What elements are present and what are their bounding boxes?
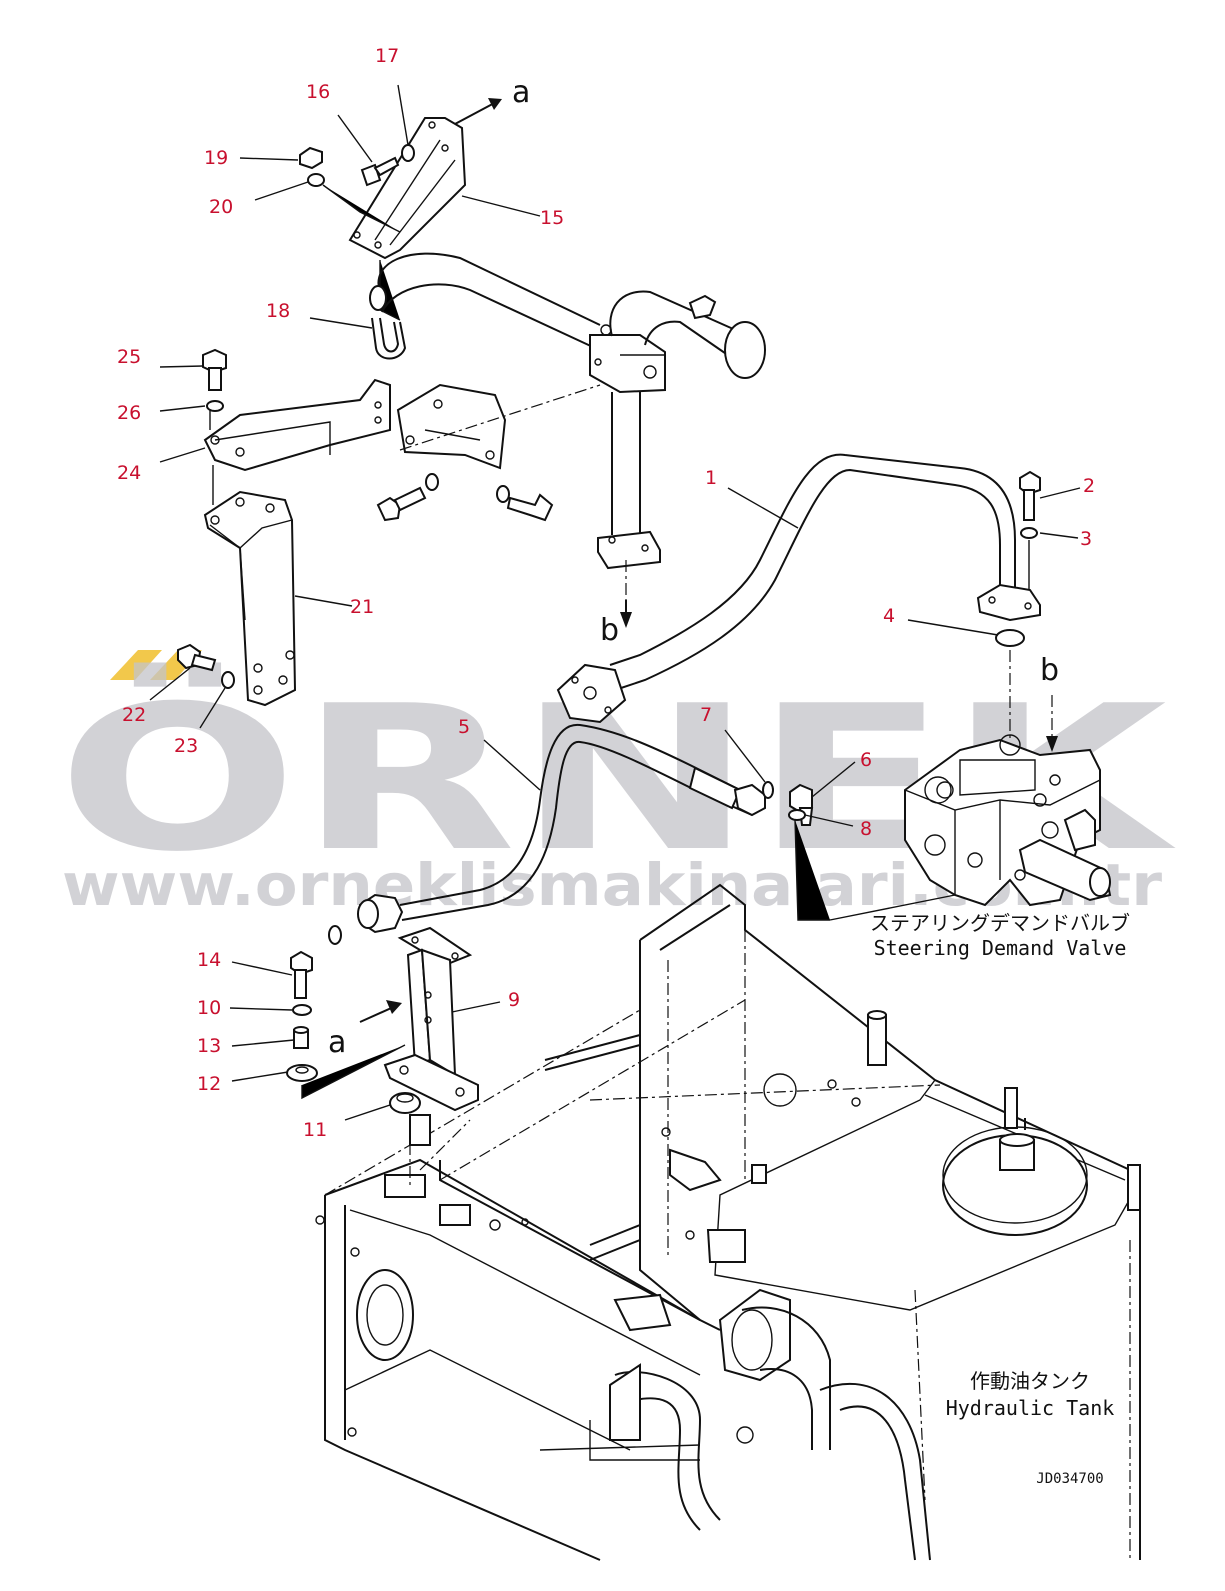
steering-valve-label-jp: ステアリングデマンドバルブ (870, 911, 1130, 935)
bracket-24-21-assembly (177, 348, 601, 707)
callout-1: 1 (705, 467, 717, 489)
callout-13: 13 (197, 1035, 221, 1057)
callout-3: 3 (1080, 528, 1092, 550)
callout-14: 14 (197, 949, 221, 971)
callout-16: 16 (306, 81, 330, 103)
callout-24: 24 (117, 462, 141, 484)
arrow-b-right-label: b (1040, 653, 1059, 688)
hydraulic-tank-label-en: Hydraulic Tank (946, 1396, 1115, 1420)
callout-8: 8 (860, 818, 872, 840)
hose-5-assembly (328, 723, 814, 945)
pipe-1-assembly (556, 453, 1041, 740)
callout-19: 19 (204, 147, 228, 169)
callout-12: 12 (197, 1073, 221, 1095)
callout-2: 2 (1083, 475, 1095, 497)
arrow-a-lower-label: a (328, 1025, 346, 1060)
callout-10: 10 (197, 997, 221, 1019)
callout-leaders (149, 84, 1081, 1121)
steering-demand-valve: b ステアリングデマンドバルブ Steering Demand Valve (794, 653, 1130, 960)
callout-5: 5 (458, 716, 470, 738)
drawing-code: JD034700 (1036, 1471, 1103, 1487)
callout-23: 23 (174, 735, 198, 757)
bracket-15-assembly: a (299, 75, 530, 321)
bracket-9-assembly: a (286, 926, 479, 1185)
callout-numbers: 1 2 3 4 5 6 7 8 9 10 11 12 13 14 15 16 1… (117, 45, 1095, 1141)
callout-4: 4 (883, 605, 895, 627)
arrow-b-upper-label: b (600, 613, 619, 648)
callout-21: 21 (350, 596, 374, 618)
callout-9: 9 (508, 989, 520, 1011)
callout-25: 25 (117, 346, 141, 368)
main-frame (315, 883, 1141, 1561)
callout-11: 11 (303, 1119, 327, 1141)
callout-22: 22 (122, 704, 146, 726)
hydraulic-tank-label-jp: 作動油タンク (970, 1369, 1090, 1393)
upper-pipe-assembly: b (369, 252, 766, 648)
watermark-accent-mark-left (110, 650, 162, 680)
callout-7: 7 (700, 704, 712, 726)
callout-17: 17 (375, 45, 399, 67)
callout-6: 6 (860, 749, 872, 771)
callout-15: 15 (540, 207, 564, 229)
steering-valve-label-en: Steering Demand Valve (874, 936, 1127, 960)
callout-26: 26 (117, 402, 141, 424)
callout-20: 20 (209, 196, 233, 218)
arrow-a-top-label: a (512, 75, 530, 110)
callout-18: 18 (266, 300, 290, 322)
